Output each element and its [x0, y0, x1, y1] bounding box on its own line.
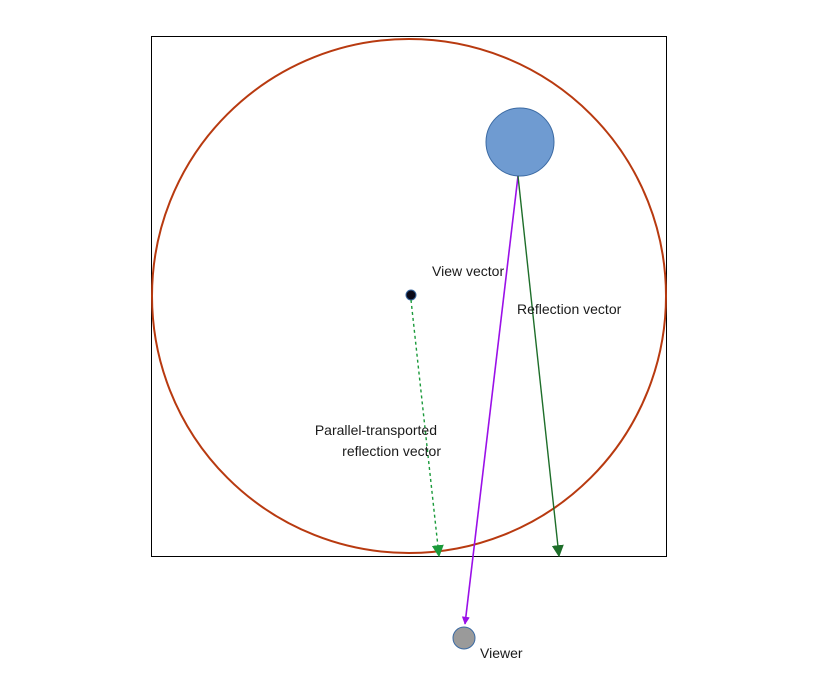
- reflection-vector-label: Reflection vector: [517, 301, 622, 317]
- parallel-vector-label-line2: reflection vector: [342, 443, 441, 459]
- parallel-vector-label-line1: Parallel-transported: [315, 422, 437, 438]
- environment-circle: [151, 38, 667, 554]
- viewer-point: [452, 626, 476, 650]
- view-vector-arrow: [461, 175, 519, 625]
- center-point: [405, 289, 417, 301]
- view-vector-label: View vector: [432, 263, 504, 279]
- viewer-label: Viewer: [480, 645, 523, 661]
- reflective-sphere: [485, 107, 555, 177]
- reflection-vector-arrow: [517, 175, 564, 558]
- parallel-vector-arrow: [410, 299, 444, 558]
